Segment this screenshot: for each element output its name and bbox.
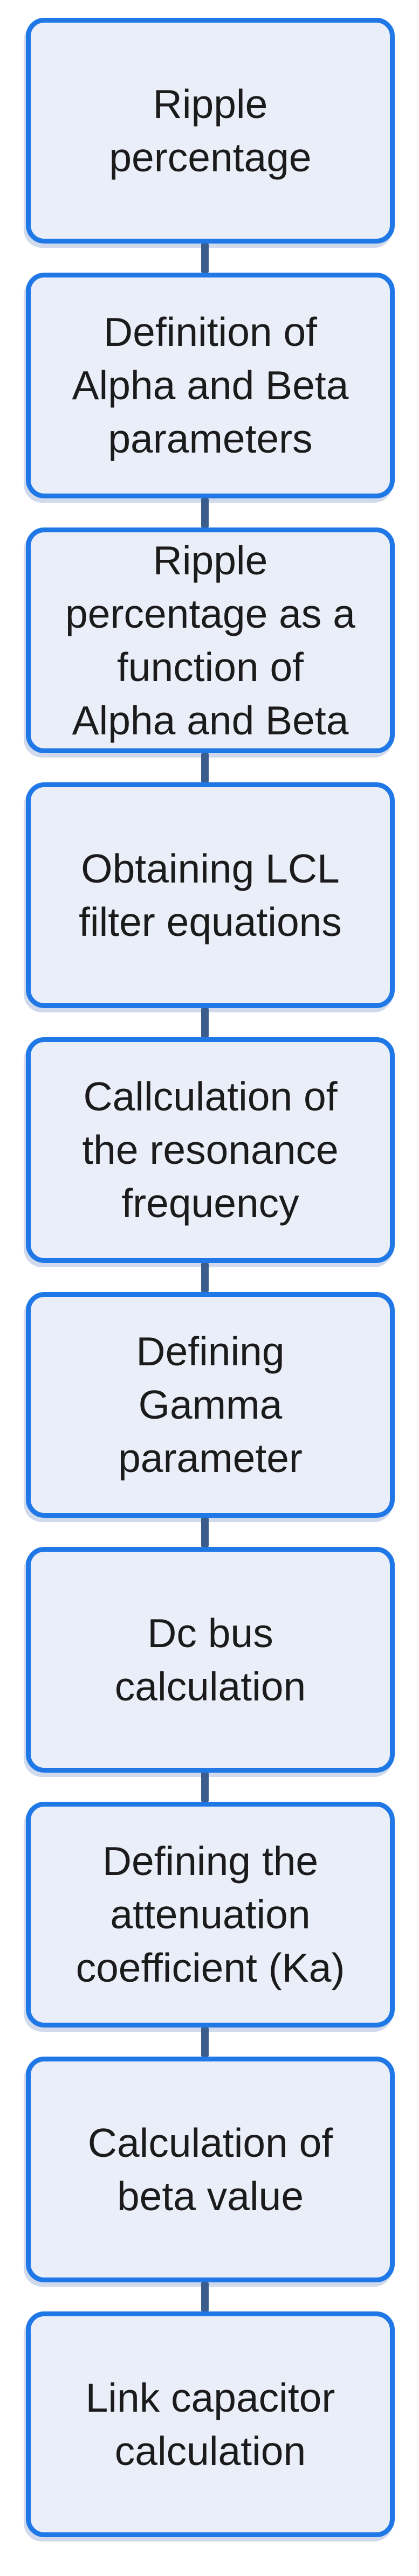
flow-step-label: Ripple percentage <box>109 81 312 180</box>
flow-connector <box>201 753 209 782</box>
flow-step-label: Callculation of the resonance frequency <box>82 1074 339 1226</box>
flow-step-label: Calculation of beta value <box>87 2120 333 2219</box>
flow-step-label: Definition of Alpha and Beta parameters <box>72 309 349 461</box>
flow-step-box: Callculation of the resonance frequency <box>26 1037 395 1263</box>
flow-step-label: Dc bus calculation <box>114 1610 306 1709</box>
flow-step-box: Ripple percentage as a function of Alpha… <box>26 527 395 753</box>
flow-step-box: Definition of Alpha and Beta parameters <box>26 273 395 498</box>
flow-step-box: Calculation of beta value <box>26 2057 395 2282</box>
flow-step-label: Defining the attenuation coefficient (Ka… <box>75 1838 345 1990</box>
flow-step-box: Defining the attenuation coefficient (Ka… <box>26 1802 395 2028</box>
flow-step-label: Ripple percentage as a function of Alpha… <box>65 537 355 743</box>
flow-step-label: Defining Gamma parameter <box>118 1329 303 1481</box>
flow-connector <box>201 1263 209 1292</box>
flow-step-box: Obtaining LCL filter equations <box>26 782 395 1008</box>
flow-connector <box>201 1773 209 1802</box>
flow-step-label: Obtaining LCL filter equations <box>79 845 342 945</box>
flow-connector <box>201 1518 209 1547</box>
flow-step-box: Defining Gamma parameter <box>26 1292 395 1518</box>
flow-connector <box>201 498 209 527</box>
flow-step-box: Ripple percentage <box>26 18 395 244</box>
flow-step-box: Dc bus calculation <box>26 1547 395 1773</box>
flow-connector <box>201 2028 209 2057</box>
flow-connector <box>201 1008 209 1037</box>
flow-step-label: Link capacitor calculation <box>85 2374 335 2474</box>
flow-step-box: Link capacitor calculation <box>26 2311 395 2537</box>
flow-connector <box>201 244 209 273</box>
flow-connector <box>201 2282 209 2311</box>
